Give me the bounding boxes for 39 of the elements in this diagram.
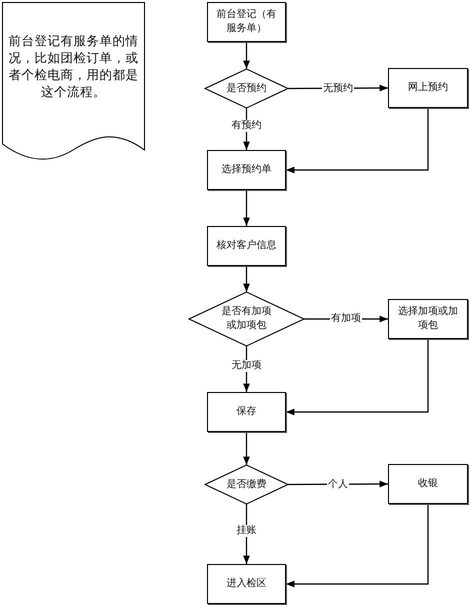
arrow [243,432,250,465]
node-label: 进入检区 [226,577,268,591]
edge-label: 无加项 [230,360,262,372]
process-box [388,464,468,504]
node-label: 前台登记（有服务单） [216,8,278,36]
node-label: 核对客户信息 [216,239,278,253]
node-label: 保存 [236,405,258,419]
edge-label: 有预约 [230,120,262,132]
decision-diamond [205,69,288,108]
edge-label: 有加项 [330,313,362,325]
node-label: 选择预约单 [220,163,272,177]
arrow [243,190,250,226]
arrow [243,42,250,69]
node-label: 选择加项或加项包 [397,305,459,333]
arrow [288,480,388,488]
process-box [207,564,286,604]
edge-label: 挂账 [236,525,258,537]
decision-diamond [189,292,304,346]
document-shape [2,2,145,160]
node-label: 收银 [417,477,439,491]
arrow [286,108,429,174]
arrow [243,266,250,292]
edge-label: 个人 [327,478,349,490]
decision-diamond [205,465,288,504]
node-label: 是否有加项或加项包 [220,305,272,333]
process-box [388,68,468,108]
arrow [243,504,250,564]
node-label: 是否预约 [226,82,266,96]
process-box [207,2,286,42]
node-label: 是否缴费 [226,478,266,492]
edge-label: 无预约 [322,82,354,94]
process-box [207,392,286,432]
process-box [207,226,286,266]
arrow [286,504,429,588]
node-label: 网上预约 [407,81,449,95]
process-box [207,150,286,190]
note-text: 前台登记有服务单的情况，比如团检订单，或者个检电商，用的都是这个流程。 [8,32,140,101]
arrow [286,339,429,416]
process-box [388,299,468,339]
